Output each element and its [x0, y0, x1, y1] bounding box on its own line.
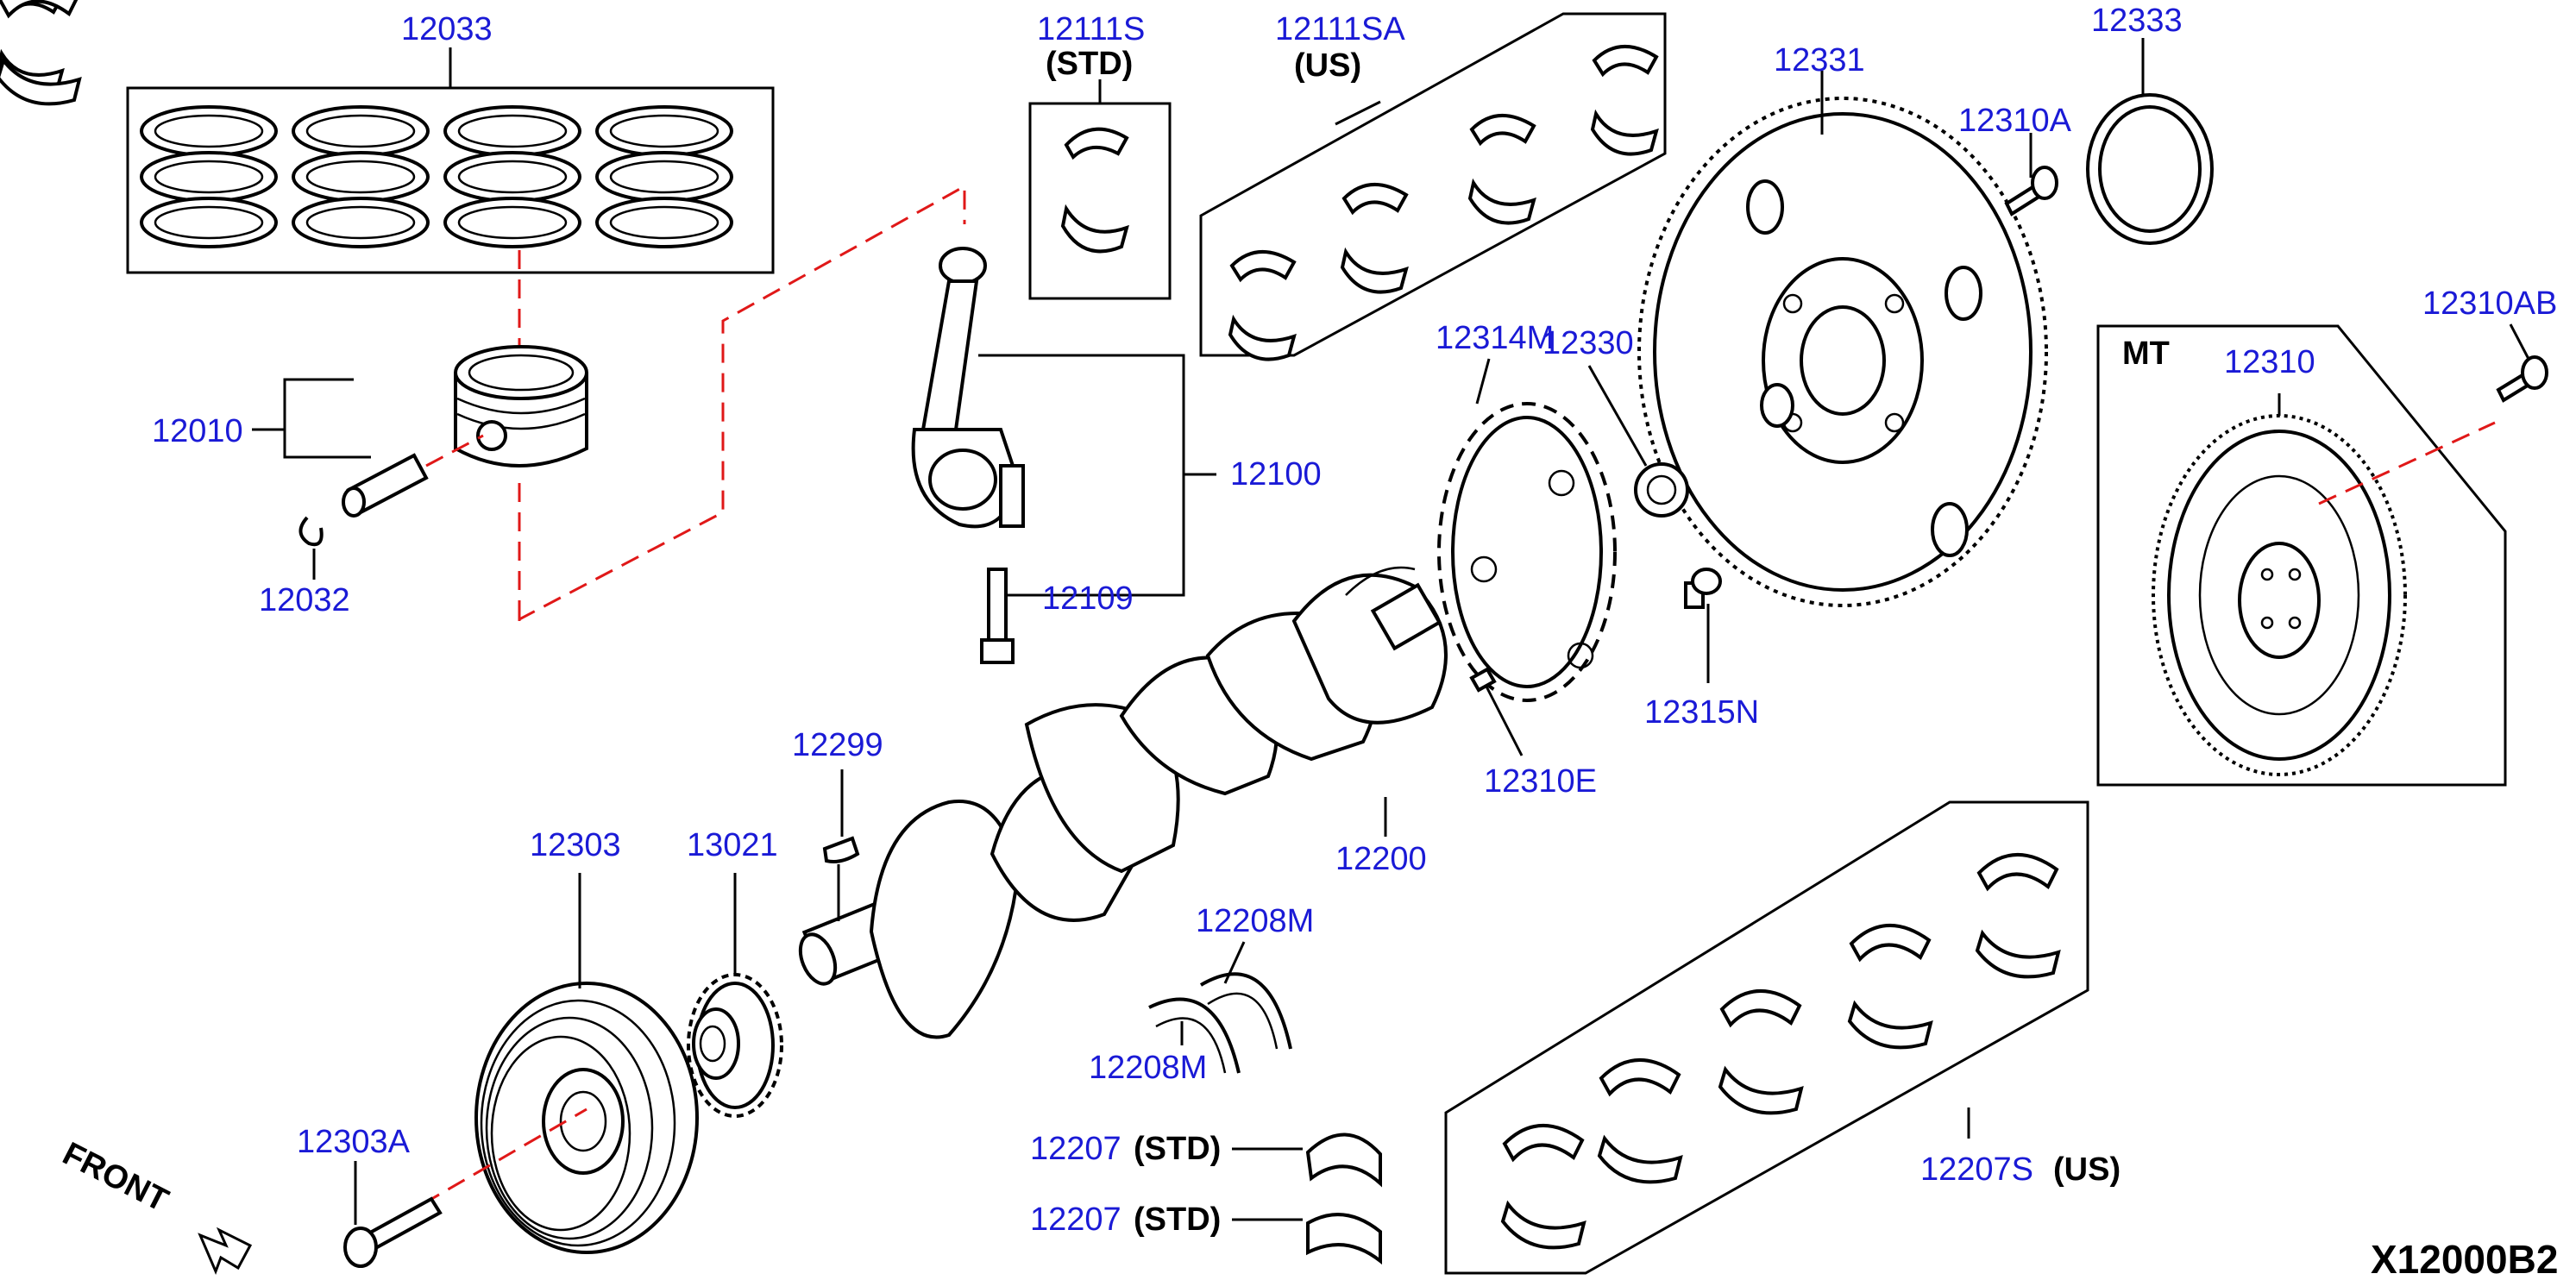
label-12207s: 12207S [1920, 1151, 2033, 1188]
label-12207-b: 12207 [1030, 1202, 1122, 1238]
label-12299: 12299 [792, 727, 883, 763]
label-12303a: 12303A [297, 1124, 411, 1160]
label-12010: 12010 [152, 413, 243, 449]
label-12314m: 12314M [1436, 320, 1554, 356]
label-12208m-top: 12208M [1196, 903, 1314, 939]
label-12315n: 12315N [1644, 694, 1759, 731]
crankshaft-illustration [798, 566, 1448, 1039]
label-12100: 12100 [1230, 456, 1322, 493]
label-12111sa: 12111SA [1275, 11, 1405, 47]
main-bearing-12207-illustration [1305, 1133, 1382, 1265]
drive-plate-illustration [1637, 97, 2048, 607]
woodruff-key-illustration [822, 836, 860, 863]
label-12207-a-note: (STD) [1134, 1131, 1221, 1167]
piston-ring-set-illustration [126, 86, 775, 274]
pulley-bolt-illustration [343, 1196, 443, 1268]
label-12207-b-note: (STD) [1134, 1202, 1221, 1238]
label-12310a: 12310A [1958, 103, 2072, 139]
oil-seal-illustration [2086, 93, 2214, 245]
mt-label: MT [2122, 336, 2170, 372]
flywheel-illustration [2152, 414, 2407, 776]
label-12207-a: 12207 [1030, 1131, 1122, 1167]
label-12207s-note: (US) [2053, 1151, 2120, 1188]
bearing-set-12111sa-frame [1199, 12, 1667, 357]
bolt-12315n-illustration [1684, 568, 1722, 609]
label-12033: 12033 [401, 11, 493, 47]
label-12032: 12032 [259, 582, 350, 618]
front-direction-indicator: FRONT [57, 1136, 253, 1276]
front-label: FRONT [57, 1136, 174, 1220]
thrust-washer-illustration [1148, 972, 1292, 1074]
pilot-bushing-illustration [1634, 462, 1689, 518]
piston-pin-illustration [342, 453, 429, 518]
label-12200: 12200 [1335, 841, 1427, 877]
piston-illustration [454, 345, 588, 467]
label-12111s: 12111S [1037, 11, 1145, 47]
mt-flywheel-frame [2096, 324, 2507, 787]
label-12330: 12330 [1542, 325, 1634, 361]
label-12111s-note: (STD) [1046, 46, 1133, 82]
snap-ring-illustration [298, 516, 324, 547]
dowel-pin-illustration [1469, 667, 1497, 693]
diagram-code: X12000B2 [2371, 1237, 2558, 1280]
main-bearing-set-12207s-frame [1444, 800, 2089, 1275]
label-13021: 13021 [687, 827, 778, 863]
label-12303: 12303 [530, 827, 621, 863]
bolt-12310ab-illustration [2496, 355, 2548, 403]
label-12310ab: 12310AB [2422, 285, 2557, 322]
label-12310e: 12310E [1484, 763, 1597, 800]
main-bearing-set-12207s-illustration [0, 0, 2060, 1250]
label-12331: 12331 [1774, 42, 1865, 78]
label-12208m-bottom: 12208M [1089, 1050, 1207, 1086]
con-rod-bolt-illustration [980, 568, 1015, 664]
label-12111sa-note: (US) [1294, 47, 1361, 84]
bearing-12111s-illustration [1060, 127, 1129, 254]
label-12310: 12310 [2224, 344, 2315, 380]
bolt-12310a-illustration [2004, 166, 2058, 216]
crank-sprocket-illustration [687, 973, 783, 1118]
label-12109: 12109 [1042, 580, 1134, 617]
crank-pulley-illustration [474, 982, 699, 1254]
connecting-rod-illustration [911, 247, 1025, 529]
signal-plate-illustration [1437, 402, 1617, 702]
label-12333: 12333 [2091, 3, 2183, 39]
